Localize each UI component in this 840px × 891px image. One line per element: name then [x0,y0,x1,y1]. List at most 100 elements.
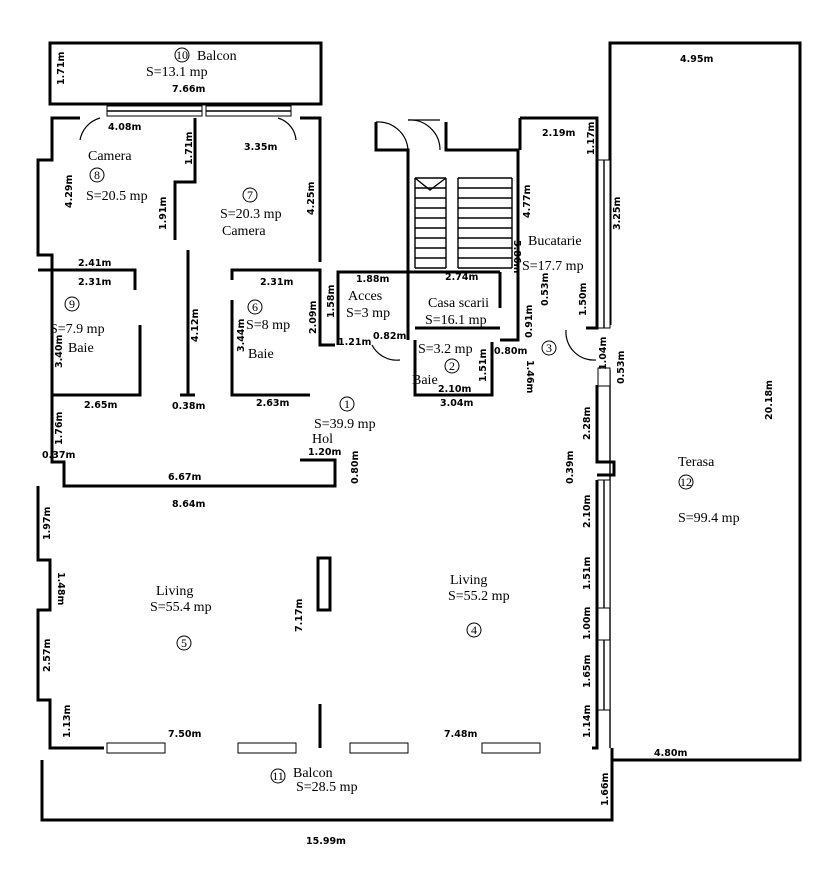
dim-label: 4.12m [190,309,201,342]
dim-label: 2.19m [542,128,575,139]
doors [79,117,597,361]
dim-label: 7.17m [294,599,305,632]
dim-label: 1.14m [582,705,593,738]
room-area: S=16.1 mp [425,313,487,328]
dim-label: 4.29m [64,175,75,208]
room-number: 3 [546,341,552,355]
room-area: S=8 mp [246,318,290,333]
dim-label: 1.97m [42,507,53,540]
room-number: 6 [252,300,258,314]
dim-label: 7.48m [444,729,477,740]
room-area: S=39.9 mp [314,417,376,432]
room-area: S=3 mp [346,306,390,321]
room-name: Terasa [678,455,715,470]
room-number: 5 [181,636,187,650]
dim-label: 1.71m [56,52,67,85]
dim-label: 1.46m [524,360,535,393]
dim-label: 1.13m [62,705,73,738]
dim-label: 4.25m [306,182,317,215]
dim-label: 20.18m [764,380,775,420]
room-number: 8 [94,168,100,182]
room-area: S=7.9 mp [50,322,105,337]
dim-label: 1.58m [326,285,337,318]
room-name: Baie [68,341,94,356]
dim-label: 0.37m [42,450,75,461]
room-area: S=20.3 mp [220,207,282,222]
room-labels: 10 Balcon S=13.1 mp Camera 8 S=20.5 mp 7… [50,47,740,795]
dim-label: 3.04m [440,398,473,409]
dim-label: 3.40m [54,335,65,368]
dim-label: 2.74m [445,272,478,283]
room-area: S=3.2 mp [418,342,473,357]
room-name: Living [156,584,193,599]
room-name: Living [450,573,487,588]
dim-label: 0.39m [565,451,576,484]
dim-label: 1.48m [55,572,66,605]
room-area: S=28.5 mp [296,780,358,795]
dim-label: 0.91m [524,305,535,338]
dim-label: 1.21m [338,337,371,348]
room-area: S=20.5 mp [86,189,148,204]
dim-label: 2.09m [308,301,319,334]
dim-label: 1.51m [582,557,593,590]
room-name: Bucatarie [528,234,582,249]
dim-label: 0.53m [540,273,551,306]
dim-label: 1.00m [582,607,593,640]
room-name: Balcon [197,49,237,64]
dim-label: 6.67m [168,472,201,483]
room-name: Camera [222,224,266,239]
dim-label: 2.63m [256,398,289,409]
dim-label: 1.66m [600,773,611,806]
dim-label: 1.71m [184,132,195,165]
dim-label: 1.20m [308,447,341,458]
dim-label: 8.64m [172,499,205,510]
room-name: Baie [248,347,274,362]
room-area: S=99.4 mp [678,511,740,526]
dim-label: 1.50m [578,283,589,316]
dim-label: 15.99m [306,836,346,847]
dim-label: 5.86m [511,240,522,273]
dim-label: 2.65m [84,400,117,411]
dim-label: 1.51m [478,349,489,382]
dim-label: 2.28m [582,407,593,440]
dim-label: 2.31m [78,277,111,288]
dim-label: 1.91m [158,197,169,230]
dim-label: 4.77m [522,185,533,218]
dim-label: 1.17m [586,122,597,155]
dim-label: 7.50m [168,729,201,740]
windows [106,105,611,754]
room-name: Hol [312,432,333,447]
dim-label: 0.53m [616,351,627,384]
dim-label: 4.95m [680,54,713,65]
room-name: Camera [88,149,132,164]
dim-label: 1.88m [356,274,389,285]
room-number: 4 [471,623,477,637]
dim-label: 2.41m [78,258,111,269]
dim-label: 4.80m [654,748,687,759]
dimension-labels: 1.71m 7.66m 4.08m 3.35m 1.71m 4.29m 1.91… [42,52,775,847]
room-area: S=17.7 mp [522,259,584,274]
room-number: 7 [247,188,253,202]
dim-label: 3.35m [244,142,277,153]
dim-label: 2.31m [260,277,293,288]
dim-label: 1.65m [582,655,593,688]
dim-label: 1.04m [598,337,609,370]
room-area: S=13.1 mp [146,65,208,80]
room-name: Casa scarii [428,296,489,311]
dim-label: 2.10m [438,384,471,395]
dim-label: 7.66m [172,84,205,95]
room-name: Acces [348,289,382,304]
dim-label: 3.25m [612,197,623,230]
room-area: S=55.2 mp [448,589,510,604]
dim-label: 2.57m [42,639,53,672]
room-name: Balcon [293,766,333,781]
room-number: 2 [449,359,455,373]
dim-label: 0.80m [494,346,527,357]
room-name: Baie [412,373,438,388]
dim-label: 1.76m [54,412,65,445]
walls [36,41,802,822]
room-number: 12 [680,475,692,489]
dim-label: 0.38m [172,401,205,412]
room-number: 1 [344,397,350,411]
